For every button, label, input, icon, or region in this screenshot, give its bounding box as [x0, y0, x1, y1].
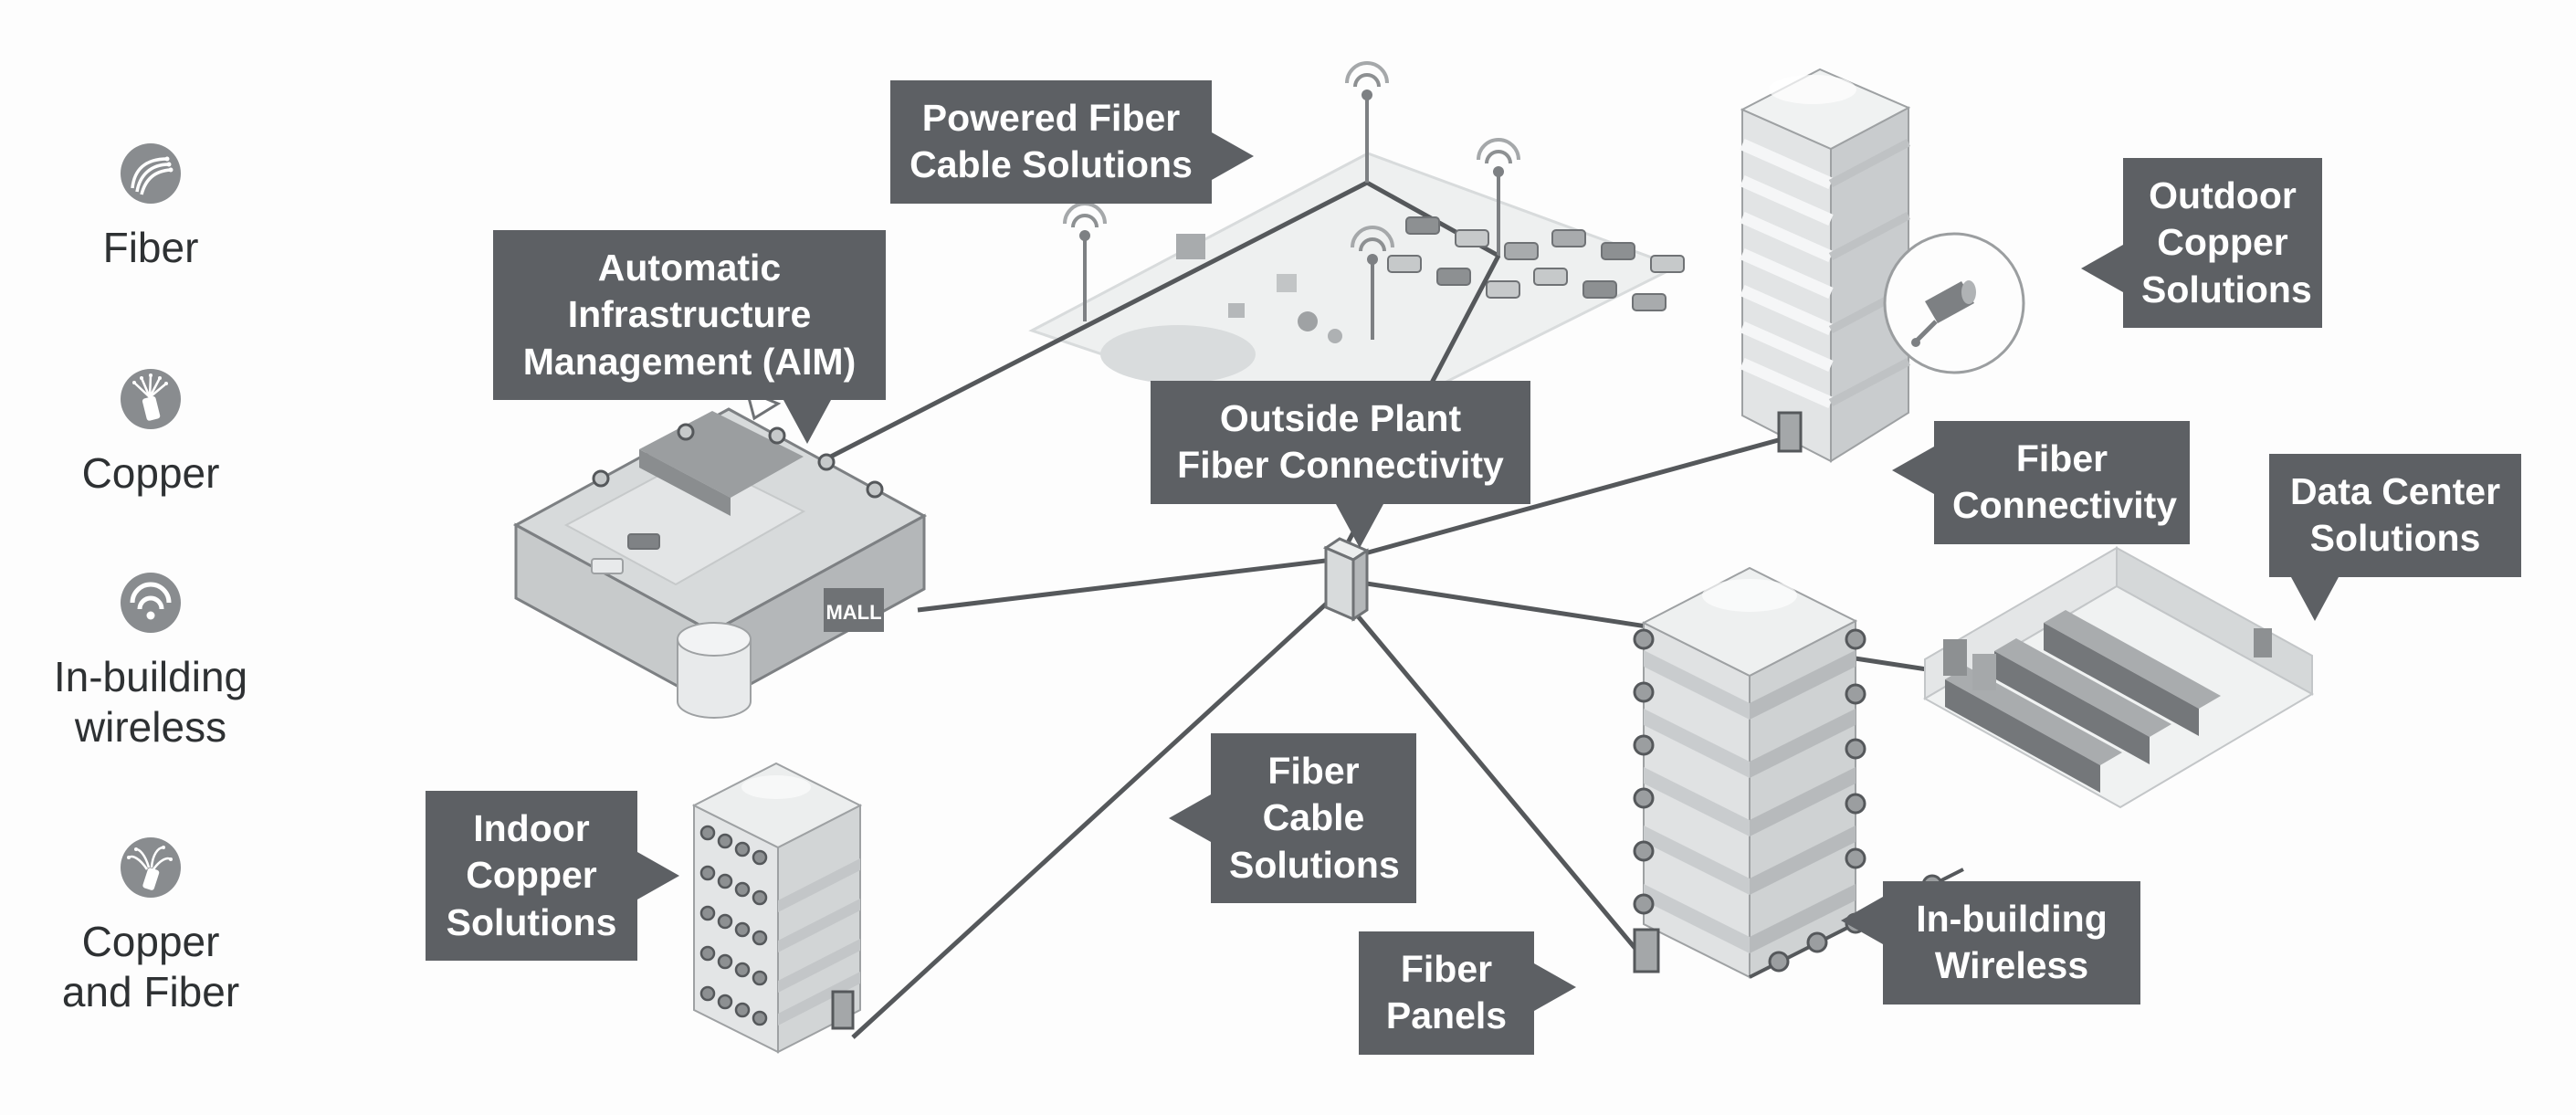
lamp-post [1345, 61, 1389, 183]
copper-outlets [699, 825, 768, 1026]
copper-panel-box [831, 990, 855, 1030]
indoor-copper-building [691, 762, 863, 1054]
mall-building: MALL [512, 388, 928, 719]
legend-item-fiber: Fiber [14, 130, 288, 273]
legend-label-copper: Copper [81, 449, 220, 497]
callout-automatic-infrastructure-management: Automatic Infrastructure Management (AIM… [493, 230, 886, 400]
copper-and-fiber-icon [121, 837, 181, 898]
mall-tower [677, 639, 752, 719]
outdoor-copper-fixture [1883, 232, 2025, 374]
mid-rise-building [1633, 566, 1964, 979]
lamp-post [1477, 138, 1520, 258]
legend-label-copper-and-fiber: Copper and Fiber [61, 918, 240, 1016]
building-bands [1644, 650, 1856, 953]
callout-fiber-connectivity: Fiber Connectivity [1934, 421, 2190, 544]
callout-fiber-cable-solutions: Fiber Cable Solutions [1211, 733, 1416, 903]
wireless-access-points [1633, 628, 1866, 915]
parked-cars [1387, 216, 1685, 311]
parking-lot [1028, 152, 1680, 437]
cabinet [1943, 639, 1967, 676]
tree [1328, 329, 1342, 343]
legend-item-in-building-wireless: In-building wireless [14, 559, 288, 752]
cabinet [1972, 654, 1996, 690]
callout-powered-fiber-cable-solutions: Powered Fiber Cable Solutions [890, 80, 1212, 204]
smart-lamp-posts [1063, 61, 1520, 340]
fiber-panel-box [1633, 928, 1660, 973]
building-bands [778, 858, 860, 1026]
mall-sign-text: MALL [825, 601, 881, 624]
callout-indoor-copper-solutions: Indoor Copper Solutions [426, 791, 637, 961]
car [627, 533, 660, 550]
in-building-wireless-icon [121, 573, 181, 633]
aim-roof-ports [592, 423, 884, 499]
pond [1100, 325, 1256, 384]
legend-label-fiber: Fiber [102, 224, 199, 271]
callout-outside-plant-fiber-connectivity: Outside Plant Fiber Connectivity [1151, 381, 1530, 504]
callout-outdoor-copper-solutions: Outdoor Copper Solutions [2123, 158, 2322, 328]
legend-label-in-building-wireless: In-building wireless [53, 653, 248, 752]
tree [1298, 311, 1318, 331]
car [591, 558, 624, 574]
fiber-icon [121, 143, 181, 204]
office-tower [1740, 68, 1911, 463]
mall-sign [824, 588, 884, 632]
lamp-post [1063, 202, 1107, 321]
legend-item-copper: Copper [14, 355, 288, 499]
callout-data-center-solutions: Data Center Solutions [2269, 454, 2521, 577]
callout-in-building-wireless: In-building Wireless [1883, 881, 2140, 1005]
data-center-room [1922, 546, 2315, 809]
server-racks [1945, 610, 2221, 793]
legend-item-copper-and-fiber: Copper and Fiber [14, 824, 288, 1017]
cabinet [2254, 628, 2272, 657]
lamp-post [1351, 226, 1394, 340]
fiber-connectivity-panel [1777, 411, 1803, 453]
outside-plant-hub-node [1322, 537, 1371, 622]
copper-icon [121, 369, 181, 429]
callout-fiber-panels: Fiber Panels [1359, 931, 1534, 1055]
